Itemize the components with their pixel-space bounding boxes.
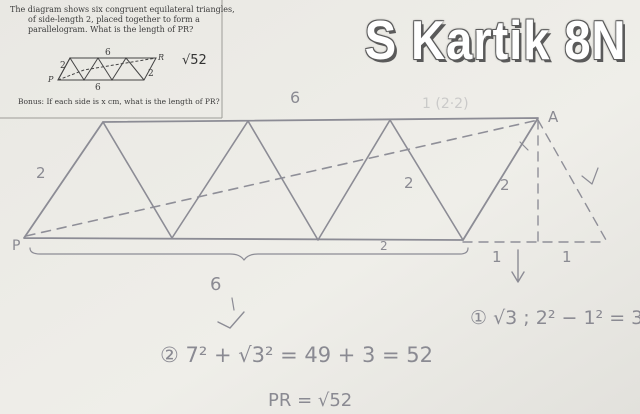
- printed-problem: The diagram shows six congruent equilate…: [0, 0, 235, 119]
- small-check: [217, 311, 245, 329]
- faint-top-note: 1 (2·2): [422, 96, 469, 112]
- diagram-label-right: 2: [148, 69, 154, 79]
- label-a: A: [548, 108, 559, 126]
- problem-line-1: The diagram shows six congruent equilate…: [10, 5, 235, 14]
- problem-line-2: of side-length 2, placed together to for…: [28, 15, 200, 24]
- student-name-overlay: S Kartik 8N: [364, 9, 626, 71]
- bonus-question: Bonus: If each side is x cm, what is the…: [18, 97, 220, 106]
- step-one: ① √3 ; 2² − 1² = 3: [470, 307, 640, 329]
- diagonal-pr: [25, 119, 539, 237]
- small-parallelogram-diagram: [57, 57, 157, 81]
- diagram-label-top: 6: [105, 48, 111, 58]
- brace-6: [29, 247, 469, 261]
- check-mark: [581, 167, 599, 185]
- side-label-right: 2: [500, 176, 510, 194]
- diagram-label-bottom: 6: [95, 83, 101, 93]
- diagram-label-p: P: [47, 75, 54, 84]
- height-extension: [537, 119, 607, 241]
- step-two: ② 7² + √3² = 49 + 3 = 52: [160, 343, 433, 367]
- handwritten-top-note: 6: [290, 88, 300, 107]
- diagram-answer: √52: [182, 53, 207, 68]
- side-label-left: 2: [36, 164, 46, 182]
- result-pr: PR = √52: [268, 390, 352, 411]
- diagram-label-left: 2: [60, 61, 66, 71]
- side-label-mid: 2: [404, 174, 414, 192]
- problem-line-3: parallelogram. What is the length of PR?: [28, 25, 193, 34]
- base-half-left: 1: [492, 248, 502, 266]
- label-p: P: [12, 238, 20, 254]
- base-half-right: 1: [562, 248, 572, 266]
- arrow-down: [511, 249, 525, 283]
- length-six: 6: [210, 274, 221, 295]
- diagram-label-r: R: [157, 53, 164, 62]
- base-label-mid: 2: [380, 239, 388, 253]
- pencil-parallelogram: [23, 117, 607, 329]
